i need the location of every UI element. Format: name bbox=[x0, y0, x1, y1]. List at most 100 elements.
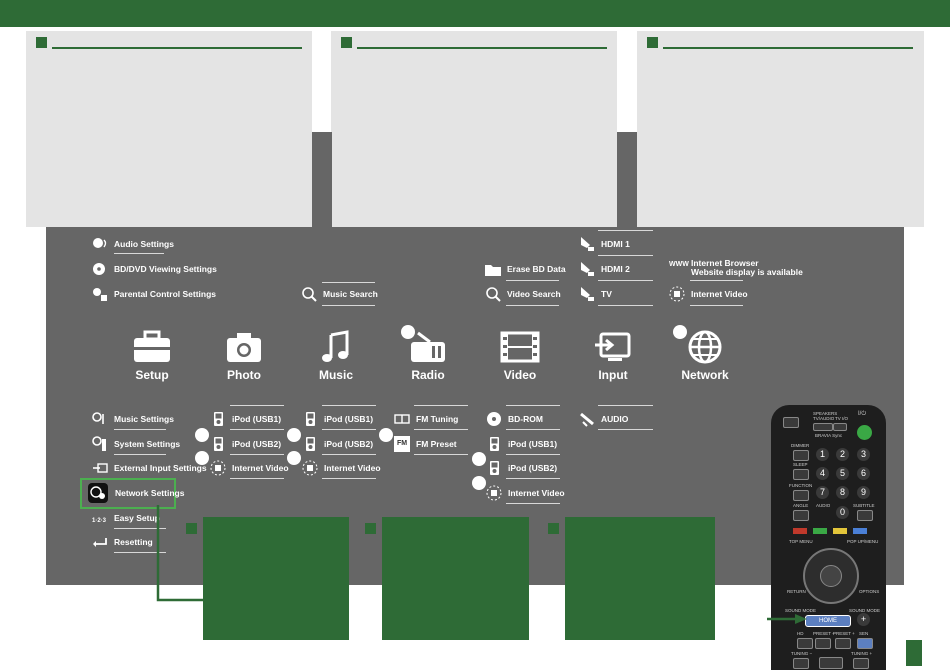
power-button[interactable] bbox=[857, 425, 872, 440]
tv-io-button[interactable] bbox=[833, 423, 847, 431]
digit-0-button[interactable]: 0 bbox=[836, 506, 849, 519]
digit-7-button[interactable]: 7 bbox=[816, 486, 829, 499]
music-search-icon bbox=[302, 287, 317, 302]
network-settings-item[interactable]: Network Settings bbox=[88, 483, 184, 503]
yellow-button[interactable] bbox=[833, 528, 847, 534]
music-search-item[interactable]: Music Search bbox=[301, 286, 378, 302]
volume-plus-button[interactable]: + bbox=[857, 613, 870, 626]
system-settings-item[interactable]: System Settings bbox=[92, 436, 180, 452]
digit-6-button[interactable]: 6 bbox=[857, 467, 870, 480]
speakers-tv-audio-button[interactable] bbox=[813, 423, 833, 431]
erase-bd-data-item[interactable]: Erase BD Data bbox=[485, 261, 566, 277]
fm-preset-item[interactable]: FM FM Preset bbox=[394, 436, 457, 452]
hdmi2-item[interactable]: HDMI 2 bbox=[579, 261, 630, 277]
play-button[interactable] bbox=[819, 657, 843, 669]
digit-9-button[interactable]: 9 bbox=[857, 486, 870, 499]
bd-rom-item[interactable]: BD-ROM bbox=[486, 411, 543, 427]
internet-browser-item[interactable]: WWW Internet Browser Website display is … bbox=[669, 257, 803, 279]
video-search-item[interactable]: Video Search bbox=[485, 286, 561, 302]
tuning-minus-label: TUNING − bbox=[791, 651, 813, 656]
globe-icon bbox=[688, 330, 722, 364]
preset-plus-button[interactable] bbox=[835, 638, 851, 649]
video-internet-video-item[interactable]: Internet Video bbox=[486, 485, 565, 501]
marker-dot bbox=[401, 325, 415, 339]
hdmi1-item[interactable]: HDMI 1 bbox=[579, 236, 630, 252]
ipod-icon bbox=[214, 412, 223, 426]
audio-settings-item[interactable]: Audio Settings bbox=[92, 236, 174, 252]
marker-dot bbox=[287, 451, 301, 465]
green-button[interactable] bbox=[813, 528, 827, 534]
item-underline bbox=[322, 429, 376, 430]
camera-icon bbox=[227, 333, 261, 362]
subtitle-button[interactable] bbox=[857, 510, 873, 521]
fm-tuning-item[interactable]: FM Tuning bbox=[394, 411, 458, 427]
digit-4-button[interactable]: 4 bbox=[816, 467, 829, 480]
function-button[interactable] bbox=[793, 490, 809, 501]
item-label: Internet Video bbox=[691, 289, 748, 299]
home-button[interactable]: HOME bbox=[805, 615, 851, 627]
music-note-icon bbox=[322, 330, 349, 362]
digit-3-button[interactable]: 3 bbox=[857, 448, 870, 461]
sen-button[interactable] bbox=[857, 638, 873, 649]
rewind-button[interactable] bbox=[793, 658, 809, 669]
item-label: iPod (USB2) bbox=[324, 439, 374, 449]
info-panel-2 bbox=[331, 31, 617, 227]
marker-dot bbox=[195, 451, 209, 465]
return-label: RETURN bbox=[787, 589, 806, 594]
resetting-item[interactable]: Resetting bbox=[92, 534, 153, 550]
hd-label: HD bbox=[797, 631, 804, 636]
tv-item[interactable]: TV bbox=[579, 286, 612, 302]
photo-ipod-usb2-item[interactable]: iPod (USB2) bbox=[210, 436, 281, 452]
eject-button[interactable] bbox=[783, 417, 799, 428]
music-settings-item[interactable]: Music Settings bbox=[92, 411, 174, 427]
item-label: FM Preset bbox=[416, 439, 457, 449]
music-ipod-usb1-item[interactable]: iPod (USB1) bbox=[302, 411, 373, 427]
panel-rule bbox=[357, 47, 607, 49]
dimmer-button[interactable] bbox=[793, 450, 809, 461]
external-input-settings-item[interactable]: External Input Settings bbox=[92, 460, 207, 476]
marker-dot bbox=[673, 325, 687, 339]
item-label: iPod (USB1) bbox=[324, 414, 374, 424]
radio-icon bbox=[411, 331, 445, 362]
item-label: Internet Video bbox=[324, 463, 381, 473]
digit-8-button[interactable]: 8 bbox=[836, 486, 849, 499]
item-label: HDMI 2 bbox=[601, 264, 630, 274]
music-ipod-usb2-item[interactable]: iPod (USB2) bbox=[302, 436, 373, 452]
parental-control-icon bbox=[93, 288, 107, 301]
video-ipod-usb2-item[interactable]: iPod (USB2) bbox=[486, 460, 557, 476]
photo-ipod-usb1-item[interactable]: iPod (USB1) bbox=[210, 411, 281, 427]
video-ipod-usb1-item[interactable]: iPod (USB1) bbox=[486, 436, 557, 452]
item-label: Internet Video bbox=[232, 463, 289, 473]
network-internet-video-item[interactable]: Internet Video bbox=[669, 286, 748, 302]
item-underline bbox=[506, 280, 559, 281]
sleep-button[interactable] bbox=[793, 469, 809, 480]
angle-button[interactable] bbox=[793, 510, 809, 521]
item-underline bbox=[690, 305, 743, 306]
film-icon bbox=[500, 331, 540, 363]
tv-audio-label: TV/AUDIO bbox=[813, 416, 835, 421]
parental-control-settings-item[interactable]: Parental Control Settings bbox=[92, 286, 216, 302]
toolbox-icon bbox=[134, 330, 170, 362]
digit-5-button[interactable]: 5 bbox=[836, 467, 849, 480]
enter-button[interactable] bbox=[820, 565, 842, 587]
blue-button[interactable] bbox=[853, 528, 867, 534]
fast-forward-button[interactable] bbox=[853, 658, 869, 669]
easy-setup-item[interactable]: 1·2·3 Easy Setup bbox=[92, 510, 160, 526]
digit-2-button[interactable]: 2 bbox=[836, 448, 849, 461]
item-underline bbox=[690, 280, 743, 281]
audio-input-item[interactable]: AUDIO bbox=[579, 411, 628, 427]
item-underline bbox=[506, 454, 560, 455]
photo-internet-video-item[interactable]: Internet Video bbox=[210, 460, 289, 476]
options-label: OPTIONS bbox=[859, 589, 880, 594]
www-icon: WWW bbox=[669, 261, 689, 268]
preset-minus-button[interactable] bbox=[815, 638, 831, 649]
bd-dvd-viewing-settings-item[interactable]: BD/DVD Viewing Settings bbox=[92, 261, 217, 277]
prev-button[interactable] bbox=[797, 638, 813, 649]
internet-video-icon bbox=[210, 460, 226, 476]
item-underline bbox=[598, 405, 653, 406]
item-label: Parental Control Settings bbox=[114, 289, 217, 299]
digit-1-button[interactable]: 1 bbox=[816, 448, 829, 461]
music-internet-video-item[interactable]: Internet Video bbox=[302, 460, 381, 476]
red-button[interactable] bbox=[793, 528, 807, 534]
callout-marker bbox=[548, 523, 559, 534]
